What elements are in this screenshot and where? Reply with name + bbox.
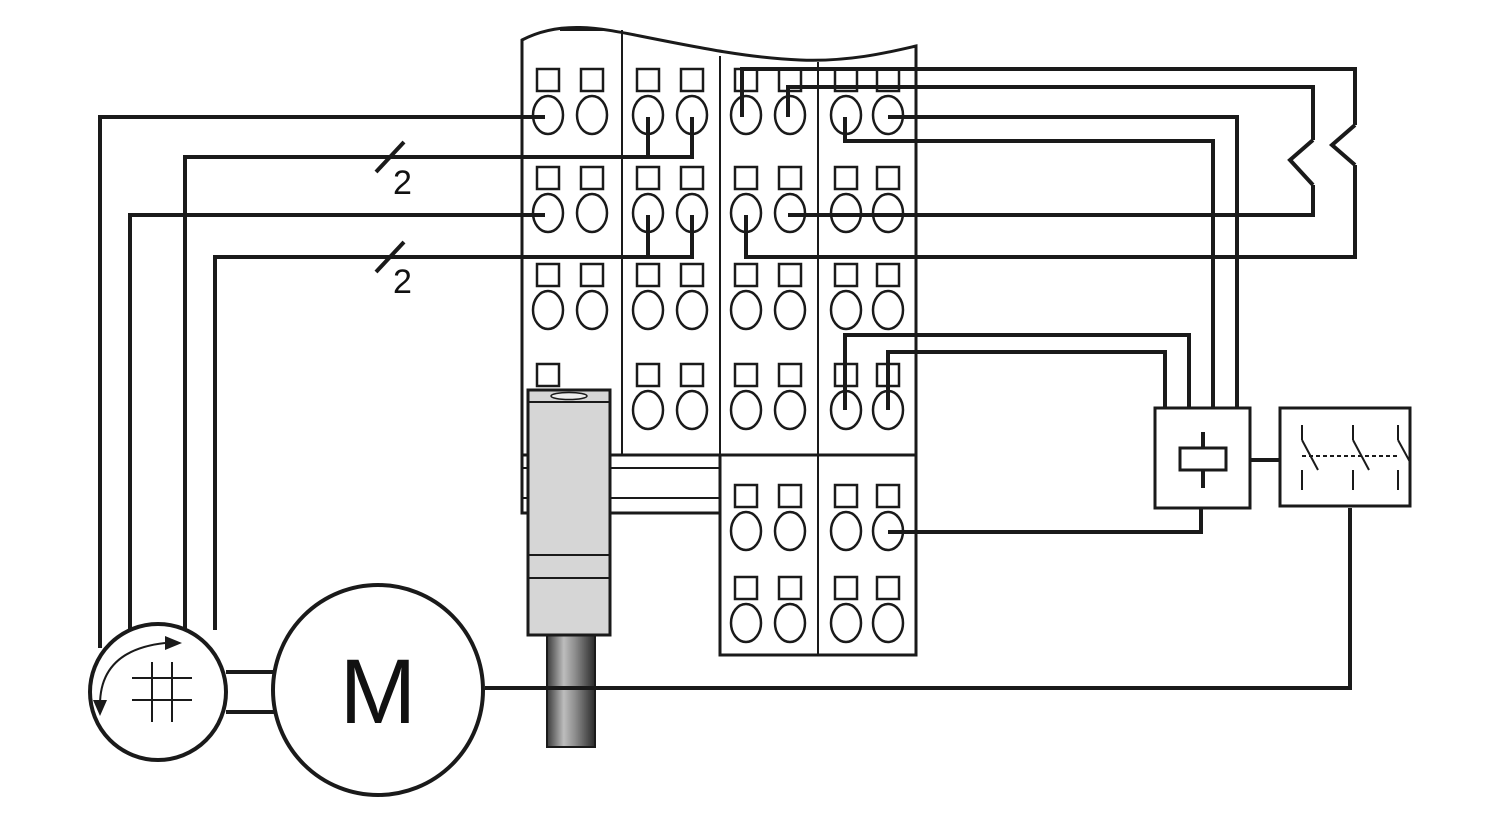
terminal-release-square bbox=[733, 262, 759, 288]
terminal-hole bbox=[829, 602, 863, 644]
terminal-release-square bbox=[579, 67, 605, 93]
contactor-switch-icon bbox=[1301, 425, 1411, 490]
terminal-release-square bbox=[579, 262, 605, 288]
terminal-release-square bbox=[733, 67, 759, 93]
contactor bbox=[1278, 406, 1412, 508]
terminal-release-square bbox=[777, 262, 803, 288]
terminal-hole bbox=[575, 192, 609, 234]
switch-contacts-icon bbox=[1287, 123, 1357, 187]
terminal-release-square bbox=[635, 165, 661, 191]
terminal-hole bbox=[871, 602, 905, 644]
terminal-release-square bbox=[679, 67, 705, 93]
terminal-release-square bbox=[679, 165, 705, 191]
wire-count-marker-1: 2 bbox=[374, 140, 412, 202]
terminal-hole bbox=[729, 389, 763, 431]
terminal-hole bbox=[675, 389, 709, 431]
terminal-release-square bbox=[733, 362, 759, 388]
terminal-hole bbox=[729, 510, 763, 552]
terminal-hole bbox=[773, 289, 807, 331]
terminal-hole bbox=[631, 389, 665, 431]
terminal-release-square bbox=[777, 575, 803, 601]
terminal-hole bbox=[829, 289, 863, 331]
rotary-encoder-icon bbox=[88, 622, 228, 762]
terminal-hole bbox=[829, 510, 863, 552]
wire-count-label: 2 bbox=[393, 263, 412, 301]
terminal-release-square bbox=[875, 575, 901, 601]
terminal-release-square bbox=[777, 483, 803, 509]
terminal-release-square bbox=[833, 165, 859, 191]
terminal-release-square bbox=[777, 165, 803, 191]
terminal-release-square bbox=[535, 262, 561, 288]
terminal-release-square bbox=[875, 165, 901, 191]
terminal-release-square bbox=[635, 67, 661, 93]
relay bbox=[1153, 406, 1252, 510]
terminal-release-square bbox=[635, 262, 661, 288]
terminal-hole bbox=[575, 289, 609, 331]
terminal-hole bbox=[575, 94, 609, 136]
terminal-release-square bbox=[733, 575, 759, 601]
terminal-hole bbox=[871, 289, 905, 331]
terminal-release-square bbox=[833, 575, 859, 601]
relay-coil-icon bbox=[1178, 446, 1228, 472]
wire-count-marker-2: 2 bbox=[374, 240, 412, 301]
terminal-hole bbox=[773, 602, 807, 644]
terminal-hole bbox=[631, 289, 665, 331]
terminal-release-square bbox=[535, 165, 561, 191]
terminal-release-square bbox=[733, 165, 759, 191]
motor-label: M bbox=[340, 641, 417, 743]
terminal-release-square bbox=[733, 483, 759, 509]
terminal-release-square bbox=[679, 262, 705, 288]
terminal-release-square bbox=[833, 483, 859, 509]
terminal-release-square bbox=[635, 362, 661, 388]
terminal-hole bbox=[729, 602, 763, 644]
terminal-hole bbox=[675, 289, 709, 331]
terminal-release-square bbox=[535, 362, 561, 388]
terminal-release-square bbox=[777, 362, 803, 388]
terminal-hole bbox=[531, 289, 565, 331]
terminal-hole bbox=[729, 289, 763, 331]
terminal-release-square bbox=[579, 165, 605, 191]
motor: M bbox=[271, 583, 485, 797]
terminal-release-square bbox=[875, 262, 901, 288]
terminal-release-square bbox=[833, 262, 859, 288]
cable-plug bbox=[526, 388, 612, 748]
terminal-release-square bbox=[875, 483, 901, 509]
wires bbox=[98, 67, 1357, 714]
terminal-release-square bbox=[535, 67, 561, 93]
terminal-release-square bbox=[679, 362, 705, 388]
terminal-hole bbox=[773, 510, 807, 552]
terminal-hole bbox=[773, 389, 807, 431]
wire-count-label: 2 bbox=[393, 164, 412, 202]
terminal-hole bbox=[729, 94, 763, 136]
terminal-block bbox=[520, 26, 918, 657]
